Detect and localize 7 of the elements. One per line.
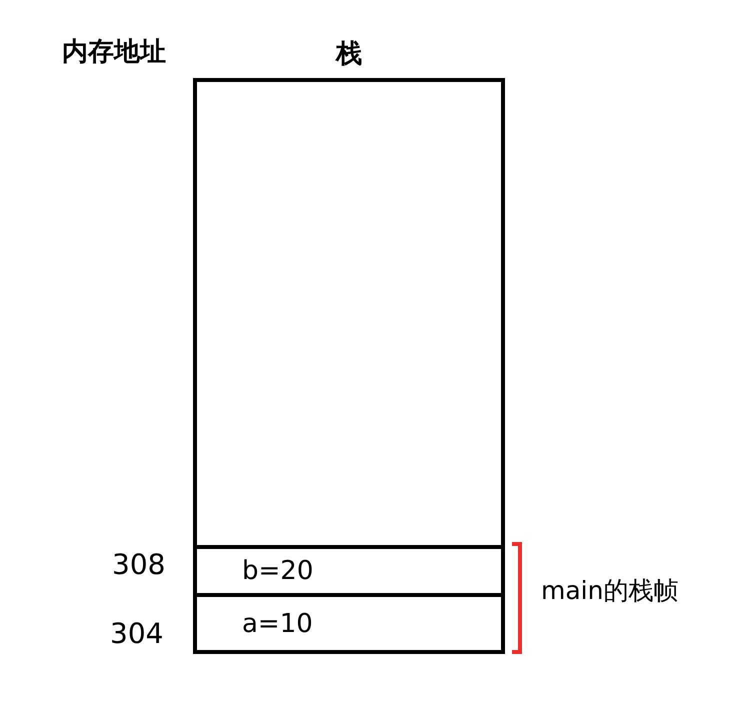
variable-value: b=20: [242, 556, 314, 586]
variable-value: a=10: [242, 608, 313, 638]
bracket-label: main的栈帧: [541, 575, 678, 607]
column-heading: 内存地址: [62, 36, 166, 69]
stack-heading: 栈: [334, 38, 363, 71]
memory-address: 304: [110, 617, 164, 650]
memory-address: 308: [112, 548, 166, 581]
